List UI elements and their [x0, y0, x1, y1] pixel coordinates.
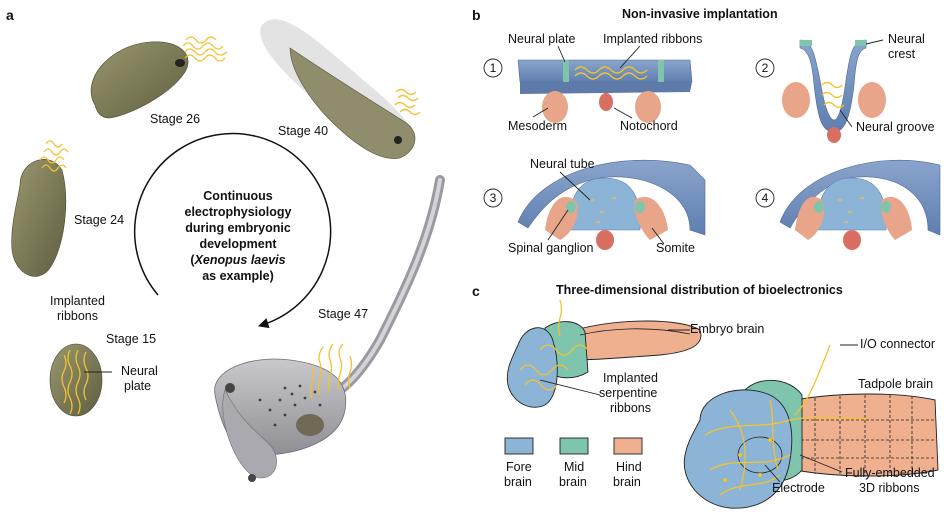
leader-electrode: [764, 464, 781, 483]
label-implanted-serp-3: ribbons: [610, 401, 651, 415]
label-neural-tube: Neural tube: [530, 157, 595, 171]
label-mesoderm: Mesoderm: [508, 119, 567, 133]
label-somite: Somite: [656, 241, 695, 255]
label-neural-crest-2: crest: [888, 47, 916, 61]
label-neural-plate: Neural plate: [508, 32, 575, 46]
label-embryo-brain: Embryo brain: [690, 322, 764, 336]
embryo-brain-diagram: [506, 299, 702, 408]
panel-letter-b: b: [472, 7, 481, 23]
leader-neural-plate: [557, 45, 566, 63]
label-io-connector: I/O connector: [860, 337, 935, 351]
leader-fully-embedded: [799, 454, 843, 473]
panel-c-title: Three-dimensional distribution of bioele…: [556, 283, 843, 297]
tadpole-stage-40: [260, 19, 421, 159]
legend-label-mid-1: Mid: [564, 460, 584, 474]
label-stage-40: Stage 40: [278, 124, 328, 138]
step-2-number: 2: [762, 61, 769, 75]
embryo-stage-15: [49, 343, 103, 417]
label-tadpole-brain: Tadpole brain: [858, 377, 933, 391]
leader-implanted-serpentine: [539, 379, 601, 396]
leader-neural-tube: [559, 171, 591, 201]
label-neural-groove: Neural groove: [856, 120, 935, 134]
legend-swatch-hind: [613, 437, 643, 455]
step-1-diagram: 1: [483, 58, 693, 123]
label-implanted-ribbons: Implanted ribbons: [603, 32, 702, 46]
step-2-diagram: 2: [755, 39, 886, 143]
svg-text:development: development: [199, 237, 277, 251]
panel-b-title: Non-invasive implantation: [622, 7, 778, 21]
step-1-number: 1: [490, 61, 497, 75]
svg-text:during embryonic: during embryonic: [185, 221, 291, 235]
svg-text:(Xenopus laevis: (Xenopus laevis: [190, 253, 285, 267]
svg-text:Continuous: Continuous: [203, 189, 272, 203]
legend-item-mid: Mid brain: [559, 437, 589, 489]
legend-swatch-mid: [559, 437, 589, 455]
leader-notochord: [613, 107, 633, 119]
embryo-stage-26: [90, 36, 228, 119]
legend-label-fore-2: brain: [504, 475, 532, 489]
legend-item-fore: Fore brain: [504, 437, 534, 489]
label-stage-24: Stage 24: [74, 213, 124, 227]
legend-label-hind-1: Hind: [616, 460, 642, 474]
step-3-diagram: 3: [483, 159, 706, 250]
label-fully-embedded-1: Fully-embedded: [845, 466, 935, 480]
label-implanted-serp-1: Implanted: [603, 371, 658, 385]
step-4-number: 4: [762, 191, 769, 205]
legend-label-fore-1: Fore: [506, 460, 532, 474]
embryo-stage-24: [11, 140, 69, 277]
label-electrode: Electrode: [772, 481, 825, 495]
cycle-arrow: [133, 132, 332, 329]
leader-spinal-ganglion: [547, 209, 569, 241]
step-3-number: 3: [490, 191, 497, 205]
label-spinal-ganglion: Spinal ganglion: [508, 241, 594, 255]
legend-label-hind-2: brain: [613, 475, 641, 489]
tadpole-stage-47: [214, 175, 445, 482]
label-implanted-serp-2: serpentine: [599, 386, 657, 400]
leader-somite: [651, 227, 665, 245]
leader-implanted-ribbons: [619, 45, 641, 69]
label-implanted-a-2: ribbons: [57, 309, 98, 323]
label-stage-26: Stage 26: [150, 112, 200, 126]
label-fully-embedded-2: 3D ribbons: [859, 481, 919, 495]
label-neural-crest-1: Neural: [888, 32, 925, 46]
label-neural-plate-a-2: plate: [124, 379, 151, 393]
step-4-diagram: 4: [755, 159, 941, 250]
leader-neural-crest: [865, 39, 884, 45]
label-neural-plate-a-1: Neural: [121, 364, 158, 378]
svg-text:as example): as example): [202, 269, 274, 283]
panel-letter-a: a: [6, 7, 14, 23]
label-notochord: Notochord: [620, 119, 678, 133]
leader-mesoderm: [532, 107, 549, 118]
leader-neural-groove: [839, 109, 853, 128]
legend-swatch-fore: [504, 437, 534, 455]
panel-letter-c: c: [472, 283, 480, 299]
brain-region-legend: Fore brain Mid brain Hind brain: [504, 437, 643, 489]
label-implanted-a-1: Implanted: [50, 294, 105, 308]
center-caption: Continuous electrophysiology during embr…: [185, 189, 292, 283]
svg-text:electrophysiology: electrophysiology: [185, 205, 292, 219]
label-stage-15: Stage 15: [106, 332, 156, 346]
label-stage-47: Stage 47: [318, 307, 368, 321]
legend-item-hind: Hind brain: [613, 437, 643, 489]
tadpole-brain-diagram: [683, 344, 939, 509]
legend-label-mid-2: brain: [559, 475, 587, 489]
